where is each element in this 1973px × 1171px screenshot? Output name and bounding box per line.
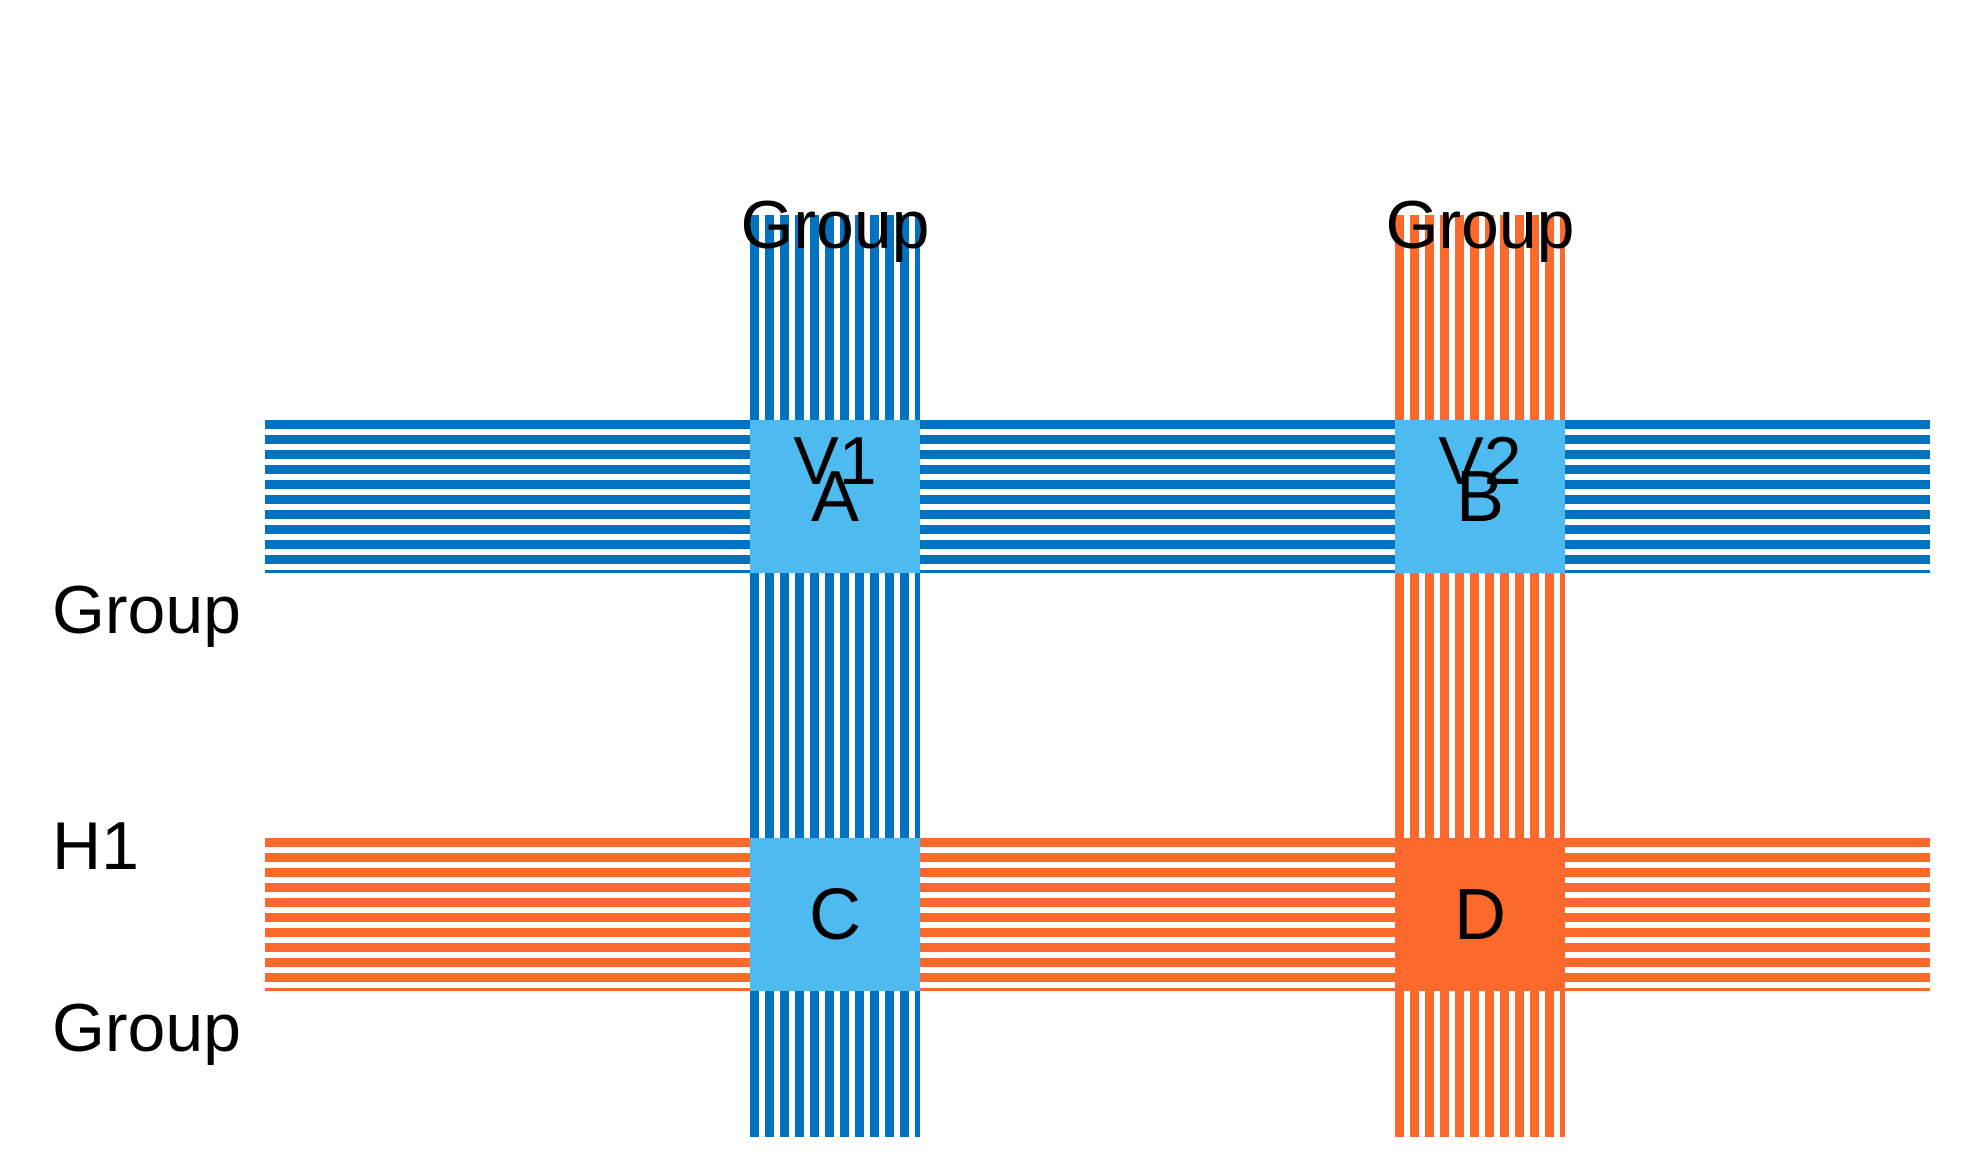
intersection-label-d: D	[1454, 874, 1506, 955]
column-label-v2: Group V2	[1300, 28, 1660, 659]
intersection-cell-d: D	[1395, 838, 1565, 991]
row-label-h1: Group H1	[52, 413, 282, 1044]
column-label-v1: Group V1	[655, 28, 1015, 659]
column-label-v1-line1: Group	[740, 186, 930, 263]
horizontal-band-h1	[265, 420, 1930, 573]
column-label-v1-line2: V1	[793, 423, 877, 500]
column-label-v2-line1: Group	[1385, 186, 1575, 263]
intersection-cell-b: B	[1395, 420, 1565, 573]
intersection-label-a: A	[810, 456, 860, 537]
intersection-label-b: B	[1455, 456, 1505, 537]
row-label-h1-line1: Group	[52, 571, 241, 648]
row-label-h2-line1: Group	[52, 989, 241, 1066]
row-label-h1-line2: H1	[52, 808, 139, 885]
intersection-cell-a: A	[750, 420, 920, 573]
intersection-label-c: C	[809, 874, 861, 955]
row-label-h2: Group H2	[52, 831, 282, 1171]
intersection-cell-c: C	[750, 838, 920, 991]
horizontal-band-h2	[265, 838, 1930, 991]
column-label-v2-line2: V2	[1438, 423, 1522, 500]
